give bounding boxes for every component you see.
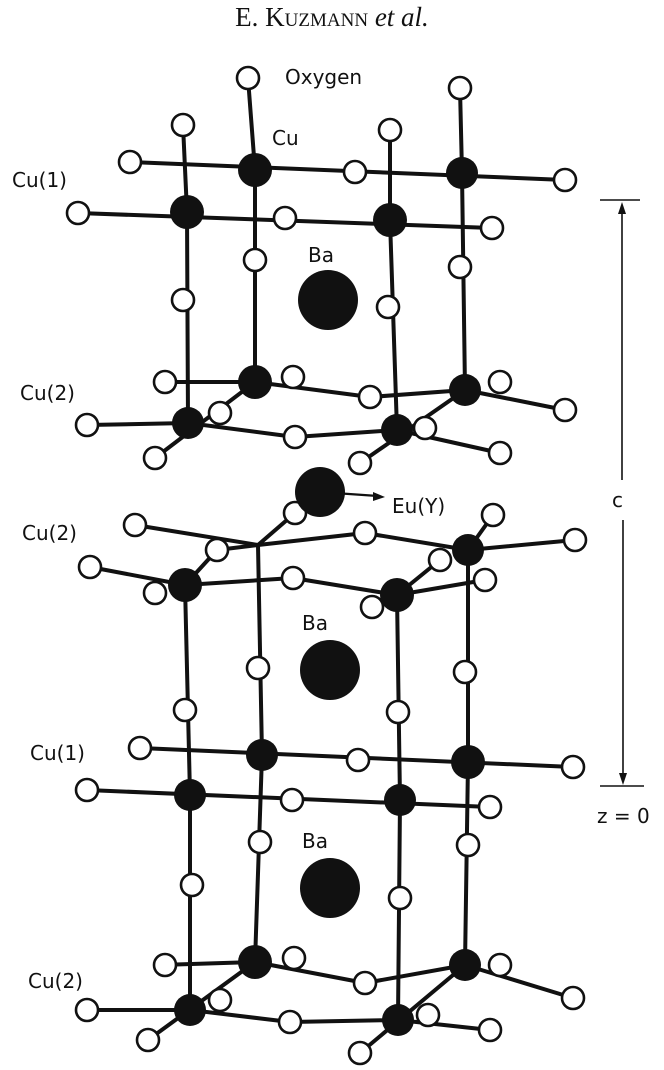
et-al: et al.	[368, 2, 429, 32]
label-c-axis: c	[612, 488, 623, 512]
oxygen-atoms	[65, 65, 588, 1066]
c-axis-indicator	[600, 199, 644, 787]
author-surname: Kuzmann	[265, 2, 369, 32]
running-header: E. Kuzmann et al.	[0, 2, 664, 33]
ba-atom-1	[298, 270, 358, 330]
label-ba-3: Ba	[302, 829, 328, 853]
labels: Oxygen Cu Cu(1) Ba Cu(2) Eu(Y) c Cu(2) B…	[12, 65, 650, 993]
label-cu1-top: Cu(1)	[12, 168, 67, 192]
ba-atom-3	[300, 858, 360, 918]
author-initial: E.	[235, 2, 266, 32]
eu-y-atom	[295, 467, 345, 517]
label-cu2-b: Cu(2)	[22, 521, 77, 545]
copper-atoms	[168, 153, 485, 1036]
label-cu2-a: Cu(2)	[20, 381, 75, 405]
label-ba-2: Ba	[302, 611, 328, 635]
label-oxygen: Oxygen	[285, 65, 362, 89]
label-cu: Cu	[272, 126, 299, 150]
ba-atom-2	[300, 640, 360, 700]
label-cu1-bottom: Cu(1)	[30, 741, 85, 765]
label-ba-1: Ba	[308, 243, 334, 267]
large-atoms	[295, 270, 360, 918]
label-cu2-bottom: Cu(2)	[28, 969, 83, 993]
label-eu-y: Eu(Y)	[392, 494, 445, 518]
label-z-zero: z = 0	[597, 804, 650, 828]
